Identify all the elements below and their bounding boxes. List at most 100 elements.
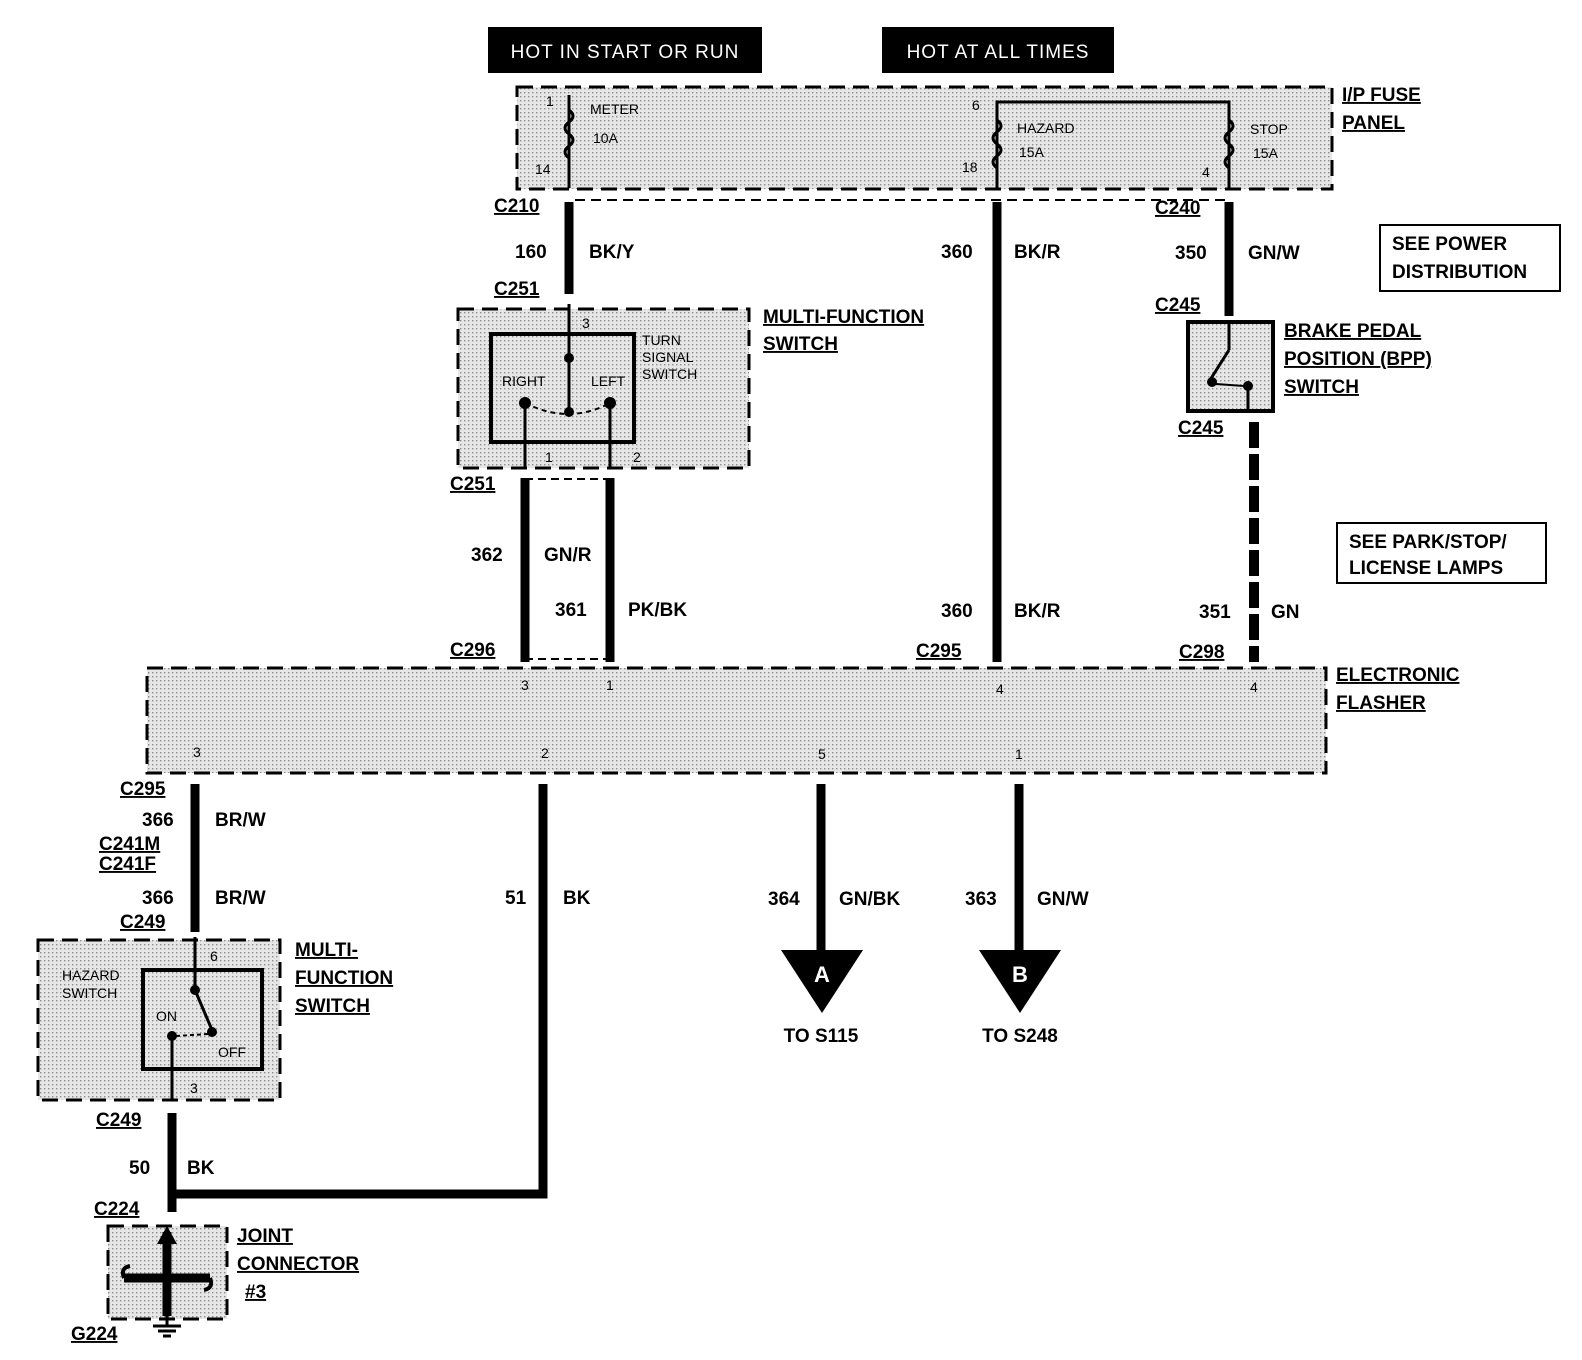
- connector-c251-bottom: C251: [450, 474, 496, 495]
- meter-pin-in: 1: [546, 93, 554, 109]
- flasher-label-1: ELECTRONIC: [1336, 665, 1460, 686]
- hazard-pin-out: 18: [962, 159, 978, 175]
- wire-366a-num: 366: [142, 810, 174, 831]
- wire-363-color: GN/W: [1037, 889, 1089, 910]
- wire-160-num: 160: [515, 242, 547, 263]
- connector-c240: C240: [1155, 198, 1200, 219]
- meter-fuse-rating: 10A: [593, 130, 619, 146]
- connector-c245-bottom: C245: [1178, 418, 1224, 439]
- connector-c251-top: C251: [494, 279, 540, 300]
- connector-c296: C296: [450, 640, 495, 661]
- wire-50-color: BK: [187, 1158, 215, 1179]
- bpp-label-1: BRAKE PEDAL: [1284, 321, 1422, 342]
- flasher-pin-top-2: 1: [606, 677, 614, 693]
- joint-label-3: #3: [245, 1282, 266, 1303]
- flasher-pin-top-1: 3: [521, 677, 529, 693]
- wire-50-num: 50: [129, 1158, 150, 1179]
- wire-360b-color: BK/R: [1014, 601, 1061, 622]
- mfs-hazard-label-1: MULTI-: [295, 940, 358, 961]
- flasher-pin-bottom-4: 1: [1015, 746, 1023, 762]
- wire-362-num: 362: [471, 545, 503, 566]
- connector-c295-top: C295: [916, 641, 962, 662]
- wire-363-num: 363: [965, 889, 997, 910]
- ground-symbol: [153, 1316, 181, 1338]
- wire-366b-num: 366: [142, 888, 174, 909]
- header-hot-all-times-text: HOT AT ALL TIMES: [907, 42, 1090, 63]
- brake-pedal-position-switch: [1186, 320, 1275, 413]
- flasher-pin-bottom-3: 5: [818, 746, 826, 762]
- output-arrow-a-letter: A: [814, 962, 830, 987]
- connector-c298: C298: [1179, 642, 1224, 663]
- connector-c245-top: C245: [1155, 295, 1201, 316]
- hazard-fuse-rating: 15A: [1019, 144, 1045, 160]
- output-arrow-b: B: [979, 950, 1061, 1013]
- meter-fuse-name: METER: [590, 101, 639, 117]
- wire-350-num: 350: [1175, 243, 1207, 264]
- flasher-label-2: FLASHER: [1336, 693, 1426, 714]
- connector-c241f: C241F: [99, 854, 156, 875]
- fuse-panel: 1 14 METER 10A 6 18 HAZARD 15A STOP 15A …: [515, 85, 1334, 191]
- flasher-pin-bottom-1: 3: [193, 744, 201, 760]
- output-arrow-b-letter: B: [1012, 962, 1028, 987]
- wire-362-color: GN/R: [544, 545, 592, 566]
- mfs-hazard-label-3: SWITCH: [295, 996, 370, 1017]
- hazard-switch-inner-2: SWITCH: [62, 985, 117, 1001]
- wire-51: [172, 784, 548, 1199]
- hazard-switch-on: ON: [156, 1008, 177, 1024]
- turn-switch-inner-2: SIGNAL: [642, 349, 694, 365]
- joint-label-1: JOINT: [237, 1226, 293, 1247]
- flasher-pin-top-4: 4: [1250, 679, 1258, 695]
- wire-51-num: 51: [505, 888, 527, 909]
- wire-360a-color: BK/R: [1014, 242, 1061, 263]
- fuse-panel-label-2: PANEL: [1342, 113, 1405, 134]
- hazard-fuse-name: HAZARD: [1017, 120, 1075, 136]
- wire-351-color: GN: [1271, 602, 1300, 623]
- mfs-turn-label-1: MULTI-FUNCTION: [763, 307, 924, 328]
- bpp-label-3: SWITCH: [1284, 377, 1359, 398]
- connector-c249-bottom: C249: [96, 1110, 141, 1131]
- connector-c210: C210: [494, 196, 539, 217]
- turn-switch-inner-1: TURN: [642, 332, 681, 348]
- meter-pin-out: 14: [535, 161, 551, 177]
- turn-switch-pin-top: 3: [582, 315, 590, 331]
- output-arrow-a: A: [781, 950, 863, 1013]
- turn-switch-pin-right: 1: [545, 449, 553, 465]
- header-hot-start-run-text: HOT IN START OR RUN: [511, 42, 740, 63]
- hazard-pin-in: 6: [972, 97, 980, 113]
- bpp-label-2: POSITION (BPP): [1284, 349, 1432, 370]
- wire-360a-num: 360: [941, 242, 973, 263]
- wire-350-color: GN/W: [1248, 243, 1300, 264]
- note-park-line-2: LICENSE LAMPS: [1349, 558, 1503, 579]
- stop-fuse-name: STOP: [1250, 121, 1288, 137]
- wire-364-color: GN/BK: [839, 889, 901, 910]
- connector-c224: C224: [94, 1199, 140, 1220]
- joint-connector: [106, 1224, 229, 1321]
- wire-366a-color: BR/W: [215, 810, 266, 831]
- note-park-stop-lamps: SEE PARK/STOP/ LICENSE LAMPS: [1336, 522, 1547, 584]
- note-power-line-2: DISTRIBUTION: [1392, 262, 1527, 283]
- header-hot-all-times: HOT AT ALL TIMES: [882, 27, 1114, 73]
- hazard-switch-inner-1: HAZARD: [62, 967, 120, 983]
- wire-361-num: 361: [555, 600, 587, 621]
- mfs-hazard-label-2: FUNCTION: [295, 968, 393, 989]
- hazard-switch-off: OFF: [218, 1044, 246, 1060]
- stop-pin-out: 4: [1202, 164, 1210, 180]
- wire-361-color: PK/BK: [628, 600, 687, 621]
- wire-364-num: 364: [768, 889, 800, 910]
- output-a-destination: TO S115: [784, 1026, 859, 1047]
- note-power-distribution: SEE POWER DISTRIBUTION: [1379, 224, 1561, 292]
- wire-360b-num: 360: [941, 601, 973, 622]
- output-b-destination: TO S248: [982, 1026, 1058, 1047]
- hazard-switch-pin-bottom: 3: [190, 1080, 198, 1096]
- wire-160-color: BK/Y: [589, 242, 635, 263]
- multi-function-switch-turn: 3 1 2 RIGHT LEFT TURN SIGNAL SWITCH: [456, 304, 751, 470]
- turn-switch-left: LEFT: [591, 373, 626, 389]
- turn-switch-inner-3: SWITCH: [642, 366, 697, 382]
- flasher-pin-bottom-2: 2: [541, 745, 549, 761]
- turn-switch-pin-left: 2: [633, 449, 641, 465]
- fuse-panel-label-1: I/P FUSE: [1342, 85, 1421, 106]
- turn-switch-right: RIGHT: [502, 373, 546, 389]
- note-power-line-1: SEE POWER: [1392, 234, 1507, 255]
- electronic-flasher: 3 1 4 4 3 2 5 1: [145, 666, 1328, 775]
